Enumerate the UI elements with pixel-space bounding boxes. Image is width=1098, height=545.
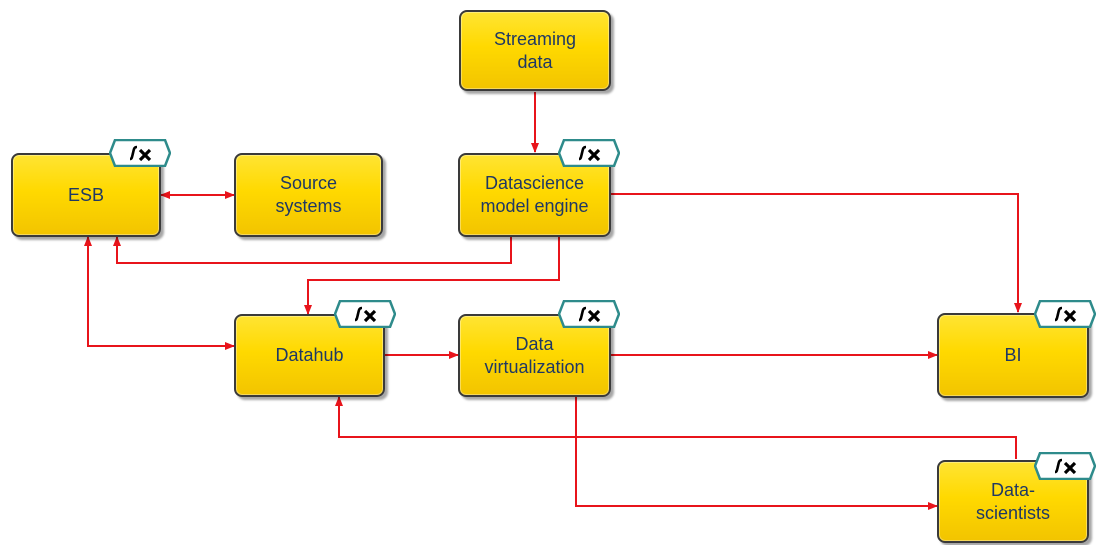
edge-dsengine-to-datahub [304,237,560,315]
edge-dsengine-to-esb [113,236,512,264]
node-streaming-data: Streaming data [459,10,611,91]
function-fx-icon [1034,452,1096,480]
function-fx-icon [1034,300,1096,328]
node-source-systems: Source systems [234,153,383,237]
function-fx-icon [558,139,620,167]
function-fx-icon [334,300,396,328]
edge-dataviz-to-scientists [575,397,938,510]
function-fx-icon [558,300,620,328]
edge-scientists-to-datahub [335,396,1017,459]
function-fx-icon [109,139,171,167]
node-esb: ESB [11,153,161,237]
edge-dsengine-to-bi [611,193,1022,313]
edge-esb-datahub [84,236,235,350]
node-datascience-model-engine: Datascience model engine [458,153,611,237]
node-data-scientists: Data- scientists [937,460,1089,543]
